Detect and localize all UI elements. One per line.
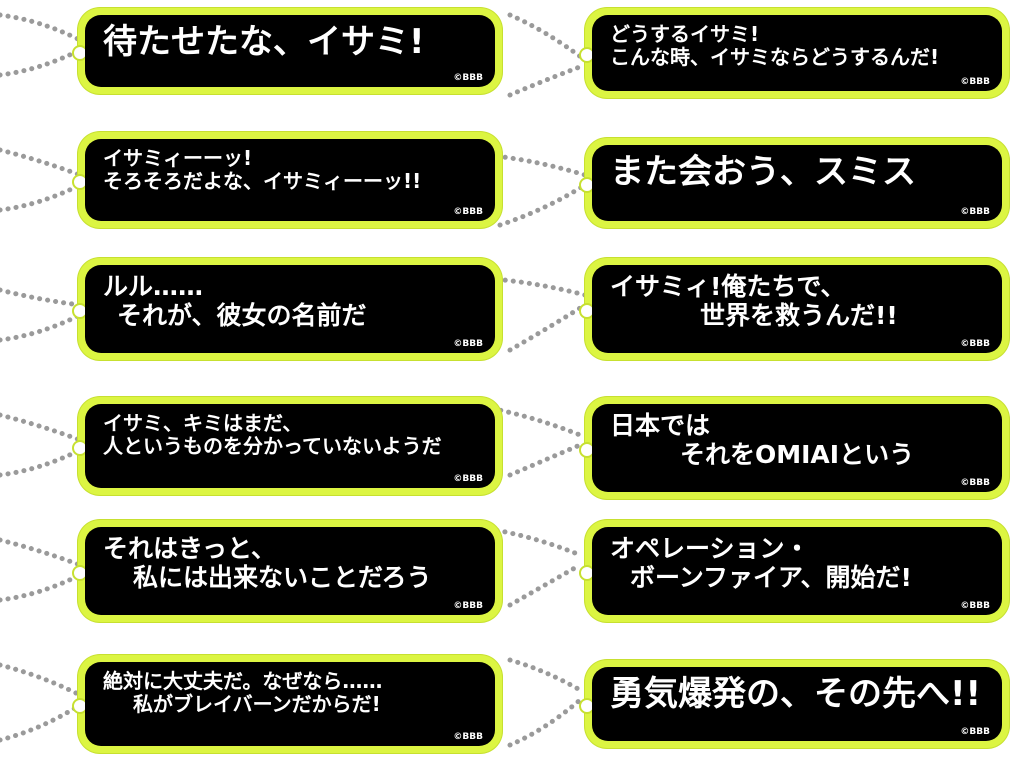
quote-line: どうするイサミ! — [610, 22, 760, 46]
ball-chain — [497, 182, 588, 228]
quote-line: イサミィ!俺たちで、 — [610, 272, 846, 301]
copyright-mark: ©BBB — [453, 732, 483, 742]
quote-line: 私には出来ないことだろう — [133, 562, 432, 592]
copyright-mark: ©BBB — [960, 339, 990, 349]
copyright-mark: ©BBB — [960, 601, 990, 611]
ball-chain — [0, 47, 83, 78]
quote-line: そろそろだよな、イサミィーーッ!! — [103, 169, 422, 193]
keychain-1: 待たせたな、イサミ! ©BBB — [72, 8, 502, 94]
ball-chain — [0, 572, 83, 603]
ball-chain — [0, 147, 83, 178]
keychain-3: イサミィーーッ!そろそろだよな、イサミィーーッ!! ©BBB — [72, 132, 502, 228]
quote-line: イサミィーーッ! — [103, 146, 253, 170]
quote-line: こんな時、イサミならどうするんだ! — [610, 45, 940, 69]
quote-line: 絶対に大丈夫だ。なぜなら…… — [103, 669, 383, 693]
keychain-4: また会おう、スミス ©BBB — [579, 138, 1009, 228]
ball-chain — [507, 302, 588, 353]
ball-chain — [507, 442, 583, 478]
keychain-10: オペレーション・ボーンファイア、開始だ! ©BBB — [579, 520, 1009, 622]
ball-chain — [507, 562, 583, 608]
quote-line: 私がブレイバーンだからだ! — [133, 692, 381, 716]
ball-chain — [0, 412, 83, 443]
copyright-mark: ©BBB — [960, 207, 990, 217]
ball-chain — [0, 537, 83, 568]
quote-line: ボーンファイア、開始だ! — [630, 562, 912, 592]
keychain-2: どうするイサミ!こんな時、イサミならどうするんだ! ©BBB — [579, 8, 1009, 98]
quote-line: ルル…… — [103, 272, 204, 301]
ball-chain — [507, 657, 583, 693]
copyright-mark: ©BBB — [453, 474, 483, 484]
ball-chain — [0, 702, 83, 743]
keychain-9: それはきっと、私には出来ないことだろう ©BBB — [72, 520, 502, 622]
keychain-12: 勇気爆発の、その先へ!! ©BBB — [579, 660, 1009, 748]
ball-chain — [357, 521, 583, 558]
keychain-8: 日本ではそれをOMIAIという ©BBB — [579, 397, 1009, 499]
quote-line: オペレーション・ — [610, 534, 810, 563]
ball-chain — [507, 12, 588, 63]
copyright-mark: ©BBB — [960, 478, 990, 488]
quote-line: それはきっと、 — [103, 534, 277, 563]
ball-chain — [0, 12, 83, 43]
copyright-mark: ©BBB — [453, 207, 483, 217]
quote-line: それをOMIAIという — [680, 439, 915, 469]
copyright-mark: ©BBB — [960, 727, 990, 737]
quote-line: 勇気爆発の、その先へ!! — [610, 674, 982, 714]
quote-line: イサミ、キミはまだ、 — [103, 411, 303, 435]
quote-line: それが、彼女の名前だ — [117, 300, 367, 330]
ball-chain — [0, 287, 83, 308]
quote-line: 人というものを分かっていないようだ — [103, 434, 442, 458]
keychain-7: イサミ、キミはまだ、人というものを分かっていないようだ ©BBB — [72, 397, 502, 495]
ball-chain — [0, 447, 83, 478]
quote-line: 世界を救うんだ!! — [700, 300, 898, 330]
quote-line: 日本では — [610, 411, 711, 440]
copyright-mark: ©BBB — [453, 601, 483, 611]
quote-line: また会おう、スミス — [610, 152, 916, 192]
keychain-5: ルル……それが、彼女の名前だ ©BBB — [72, 258, 502, 360]
quote-line: 待たせたな、イサミ! — [103, 22, 425, 62]
ball-chain — [0, 182, 83, 213]
ball-chain — [507, 62, 588, 98]
ball-chain — [507, 697, 583, 748]
ball-chain — [0, 312, 83, 343]
copyright-mark: ©BBB — [453, 339, 483, 349]
keychain-6: イサミィ!俺たちで、世界を救うんだ!! ©BBB — [579, 258, 1009, 360]
copyright-mark: ©BBB — [960, 77, 990, 87]
ball-chain — [0, 662, 83, 698]
copyright-mark: ©BBB — [453, 73, 483, 83]
keychain-11: 絶対に大丈夫だ。なぜなら……私がブレイバーンだからだ! ©BBB — [72, 655, 502, 753]
